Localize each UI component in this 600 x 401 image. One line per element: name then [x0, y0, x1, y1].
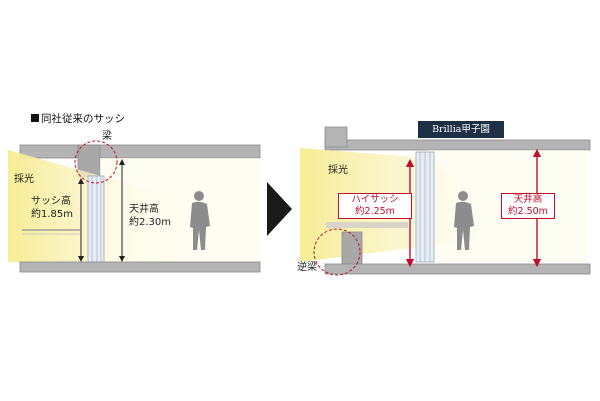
left-sash-height-label: サッシ高 約1.85m	[31, 196, 73, 221]
inverted-beam-label: 逆梁	[297, 262, 317, 273]
square-bullet-icon	[31, 114, 39, 122]
left-caption-text: 同社従来のサッシ	[41, 113, 125, 125]
right-ceiling-slab	[324, 139, 591, 151]
left-ceiling-slab	[19, 144, 261, 159]
person-silhouette-icon	[190, 191, 210, 250]
left-ceiling-height-value: 約2.30m	[129, 216, 172, 228]
left-floor-slab	[19, 261, 261, 273]
high-sash-label: ハイサッシ 約2.25m	[338, 193, 412, 219]
left-sash-height-title: サッシ高	[31, 196, 71, 207]
left-ceiling-height-label: 天井高 約2.30m	[129, 204, 171, 229]
high-sash-value: 約2.25m	[355, 206, 395, 217]
right-light-label: 採光	[328, 165, 348, 176]
left-sash-height-value: 約1.85m	[31, 208, 74, 220]
right-ceiling-height-label: 天井高 約2.50m	[501, 193, 555, 219]
right-ceiling-height-title: 天井高	[513, 194, 543, 205]
person-silhouette-icon	[454, 191, 474, 250]
left-beam-circle	[74, 140, 118, 184]
left-panel-caption: 同社従来のサッシ	[31, 113, 125, 126]
left-panel	[8, 140, 261, 273]
left-light-label: 採光	[14, 174, 34, 185]
right-ceiling-height-value: 約2.50m	[508, 206, 548, 217]
beam-label: 梁	[102, 131, 112, 142]
right-inverted-beam-circle	[313, 228, 361, 276]
brand-badge: Brillia甲子園	[418, 121, 504, 138]
left-sash	[87, 175, 105, 263]
right-triangle-arrow-icon	[267, 182, 292, 236]
left-ceiling-height-title: 天井高	[129, 204, 159, 215]
right-floor-slab	[324, 263, 591, 275]
high-sash-title: ハイサッシ	[351, 194, 399, 205]
right-high-sash	[415, 151, 435, 263]
